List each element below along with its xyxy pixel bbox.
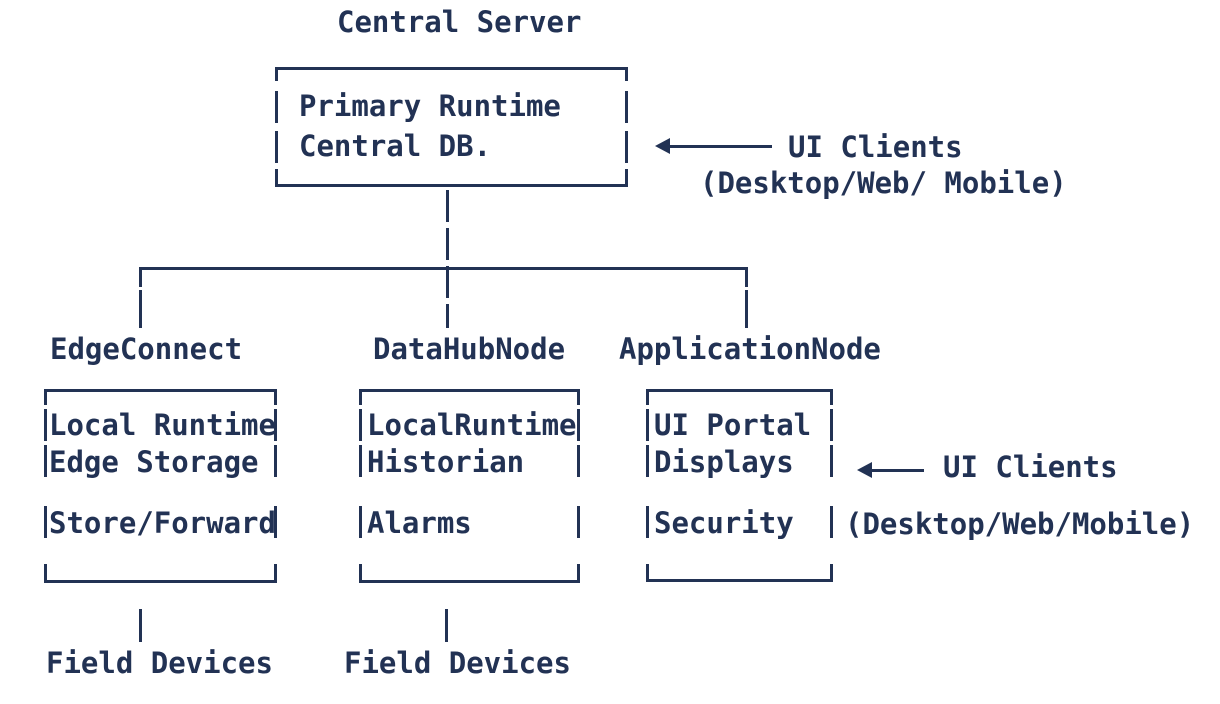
- left-arrow-icon: [857, 462, 924, 478]
- node-title-datahubnode: DataHubNode: [373, 332, 566, 366]
- node-box-edgeconnect: Local Runtime Edge Storage Store/Forward: [44, 389, 277, 583]
- box-line: Displays: [654, 445, 794, 479]
- central-server-box: Primary Runtime Central DB.: [275, 67, 628, 187]
- trunk-connector: [446, 190, 449, 328]
- box-line: Alarms: [367, 506, 472, 540]
- box-line: Historian: [367, 445, 525, 479]
- branch-connector: [139, 267, 748, 287]
- field-devices-connector: [139, 609, 142, 642]
- box-line: Security: [654, 506, 794, 540]
- box-line: Local Runtime: [49, 408, 276, 442]
- node-box-datahubnode: LocalRuntime Historian Alarms: [359, 389, 580, 583]
- node-title-edgeconnect: EdgeConnect: [50, 332, 243, 366]
- node-title-applicationnode: ApplicationNode: [619, 332, 881, 366]
- branch-drop-right: [745, 267, 748, 328]
- ui-clients-label: UI Clients: [943, 450, 1118, 484]
- box-line: LocalRuntime: [367, 408, 577, 442]
- box-line: Central DB.: [299, 129, 492, 163]
- box-line: Primary Runtime: [299, 89, 561, 123]
- field-devices-label: Field Devices: [344, 646, 571, 680]
- field-devices-label: Field Devices: [46, 646, 273, 680]
- node-box-applicationnode: UI Portal Displays Security: [646, 389, 833, 582]
- central-server-title: Central Server: [337, 5, 582, 39]
- box-line: Store/Forward: [49, 506, 276, 540]
- box-line: Edge Storage: [49, 445, 259, 479]
- ui-clients-sublabel: (Desktop/Web/Mobile): [845, 507, 1195, 541]
- field-devices-connector: [445, 609, 448, 642]
- box-line: UI Portal: [654, 408, 812, 442]
- ui-clients-label: UI Clients: [788, 130, 963, 164]
- left-arrow-icon: [655, 138, 772, 154]
- ui-clients-sublabel: (Desktop/Web/ Mobile): [700, 166, 1067, 200]
- branch-drop-left: [139, 267, 142, 328]
